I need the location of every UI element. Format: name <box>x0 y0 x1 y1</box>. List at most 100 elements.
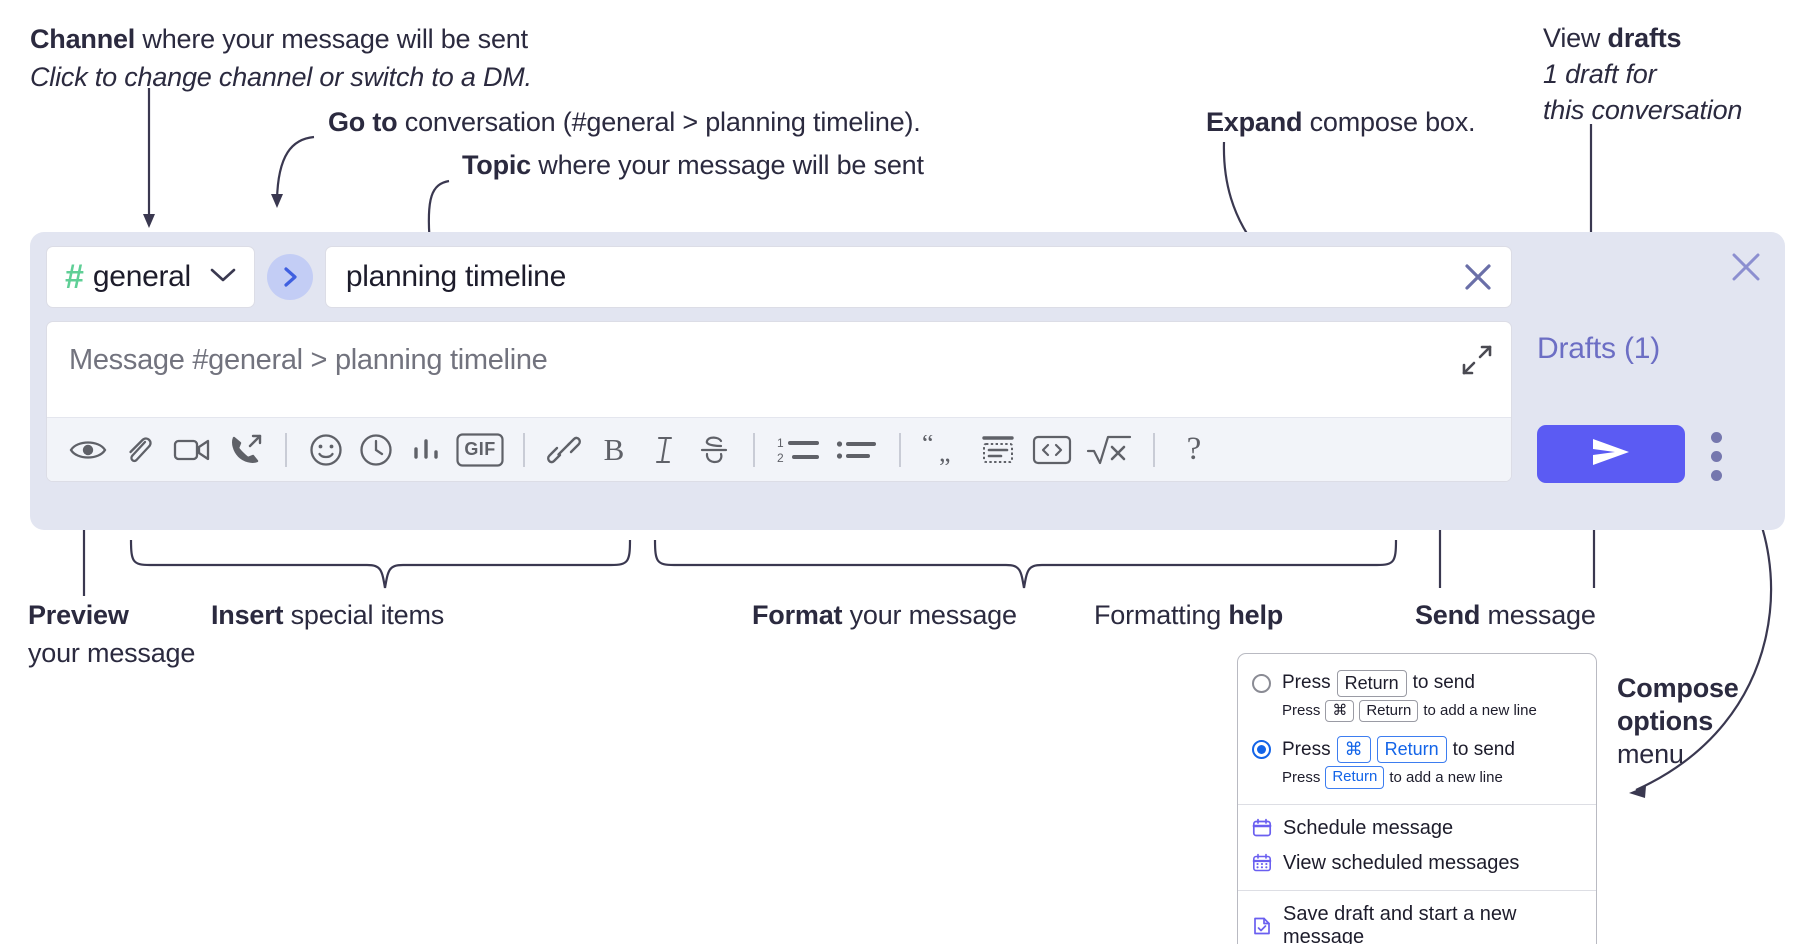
annotation-expand: Expand compose box. <box>1206 107 1476 139</box>
formatting-help-icon[interactable]: ? <box>1169 427 1219 473</box>
gif-label: GIF <box>464 439 496 459</box>
kebab-dot <box>1710 470 1722 481</box>
toolbar-divider <box>285 432 287 467</box>
key-command: ⌘ <box>1325 699 1355 723</box>
radio-icon-selected[interactable] <box>1252 740 1271 759</box>
bold-icon[interactable]: B <box>589 427 639 473</box>
menu-divider <box>1238 889 1596 891</box>
menu-item-save-draft[interactable]: Save draft and start a new message <box>1238 897 1596 944</box>
video-icon[interactable] <box>163 427 221 473</box>
annotation-channel: Channel where your message will be sent … <box>30 24 532 94</box>
compose-options-menu-button[interactable] <box>1707 432 1725 489</box>
topic-value: planning timeline <box>345 260 566 293</box>
tail-label: to send <box>1452 738 1515 760</box>
annotation-insert-bold: Insert <box>211 600 284 630</box>
emoji-icon[interactable] <box>301 427 351 473</box>
menu-item-schedule-message[interactable]: Schedule message <box>1238 811 1596 846</box>
annotation-help-bold: help <box>1228 600 1284 630</box>
annotation-format-rest: your message <box>842 600 1017 630</box>
ordered-list-icon[interactable]: 1 2 <box>769 427 827 473</box>
menu-option-return-sub: Press ⌘ Return to add a new line <box>1238 697 1596 729</box>
key-return: Return <box>1336 670 1407 697</box>
menu-option-cmd-return-sub: Press Return to add a new line <box>1238 763 1596 795</box>
expand-icon[interactable] <box>1461 344 1493 376</box>
bulleted-list-icon[interactable] <box>827 427 885 473</box>
close-icon[interactable] <box>1461 260 1495 294</box>
key-return: Return <box>1325 765 1385 789</box>
annotation-help: Formatting help <box>1094 600 1283 632</box>
channel-topic-row: # general planning timeline <box>46 246 1512 308</box>
chevron-down-icon <box>210 267 236 288</box>
annotation-insert-rest: special items <box>283 600 445 630</box>
annotation-goto-rest: conversation (#general > planning timeli… <box>397 107 921 137</box>
annotation-expand-bold: Expand <box>1206 107 1303 137</box>
sub-tail-label: to add a new line <box>1389 768 1503 786</box>
calendar-grid-icon <box>1252 853 1272 873</box>
sub-press-label: Press <box>1282 768 1321 786</box>
math-formula-icon[interactable] <box>1081 427 1139 473</box>
toolbar-divider <box>753 432 755 467</box>
annotation-topic-bold: Topic <box>462 150 531 180</box>
annotation-channel-rest: where your message will be sent <box>135 24 528 54</box>
menu-option-cmd-return-to-send[interactable]: Press ⌘ Return to send <box>1238 732 1596 763</box>
annotation-send: Send message <box>1415 600 1596 632</box>
calendar-icon <box>1252 818 1272 838</box>
message-input[interactable]: Message #general > planning timeline <box>47 322 1511 417</box>
annotation-goto: Go to conversation (#general > planning … <box>328 107 921 139</box>
tail-label: to send <box>1412 672 1475 694</box>
annotation-expand-rest: compose box. <box>1302 107 1476 137</box>
key-command: ⌘ <box>1336 736 1371 763</box>
kebab-dot <box>1710 451 1722 462</box>
blockquote-icon[interactable]: “ „ <box>915 427 973 473</box>
close-panel-icon[interactable] <box>1729 250 1763 284</box>
draft-check-icon <box>1252 916 1272 936</box>
inline-code-icon[interactable] <box>1023 427 1081 473</box>
message-card: Message #general > planning timeline <box>46 321 1512 482</box>
preview-icon[interactable] <box>63 427 113 473</box>
annotation-preview: Preview your message <box>28 600 195 670</box>
annotation-drafts: View drafts 1 draft for this conversatio… <box>1543 23 1742 127</box>
svg-text:1: 1 <box>777 436 784 450</box>
channel-selector[interactable]: # general <box>46 246 255 308</box>
menu-item-view-scheduled-messages[interactable]: View scheduled messages <box>1238 846 1596 881</box>
menu-option-return-to-send[interactable]: Press Return to send <box>1238 666 1596 697</box>
sub-tail-label: to add a new line <box>1423 702 1537 720</box>
code-block-icon[interactable] <box>973 427 1023 473</box>
goto-conversation-button[interactable] <box>266 254 313 300</box>
gif-icon[interactable]: GIF <box>451 427 509 473</box>
annotation-drafts-rest: View <box>1543 23 1608 53</box>
menu-divider <box>1238 803 1596 805</box>
annotation-send-bold: Send <box>1415 600 1481 630</box>
svg-text:„: „ <box>939 438 951 465</box>
svg-text:2: 2 <box>777 451 784 465</box>
menu-option-label: Press ⌘ Return to send <box>1282 736 1515 763</box>
drafts-link[interactable]: Drafts (1) <box>1537 332 1661 365</box>
compose-panel: # general planning timeline <box>30 232 1785 530</box>
annotation-drafts-italic1: 1 draft for <box>1543 58 1657 89</box>
bold-label: B <box>603 432 625 467</box>
italic-icon[interactable] <box>639 427 689 473</box>
attachment-icon[interactable] <box>113 427 163 473</box>
link-icon[interactable] <box>539 427 589 473</box>
toolbar-divider <box>899 432 901 467</box>
toolbar-divider <box>523 432 525 467</box>
annotation-topic: Topic where your message will be sent <box>462 150 924 182</box>
compose-inner: # general planning timeline <box>46 246 1512 482</box>
clock-icon[interactable] <box>351 427 401 473</box>
annotation-preview-rest: your message <box>28 637 196 668</box>
channel-name: general <box>92 260 191 293</box>
menu-item-label: Schedule message <box>1283 816 1454 839</box>
formatting-toolbar: GIF B <box>47 417 1511 481</box>
topic-field[interactable]: planning timeline <box>324 246 1512 308</box>
send-button[interactable] <box>1537 425 1685 483</box>
annotation-drafts-italic2: this conversation <box>1543 94 1743 125</box>
strikethrough-icon[interactable] <box>689 427 739 473</box>
poll-chart-icon[interactable] <box>401 427 451 473</box>
annotation-format-bold: Format <box>752 600 843 630</box>
huddle-call-icon[interactable] <box>221 427 271 473</box>
annotation-compose-options: Compose options menu <box>1617 672 1739 771</box>
menu-item-label: Save draft and start a new message <box>1283 902 1517 944</box>
radio-icon[interactable] <box>1252 673 1271 693</box>
annotation-preview-bold: Preview <box>28 600 129 630</box>
